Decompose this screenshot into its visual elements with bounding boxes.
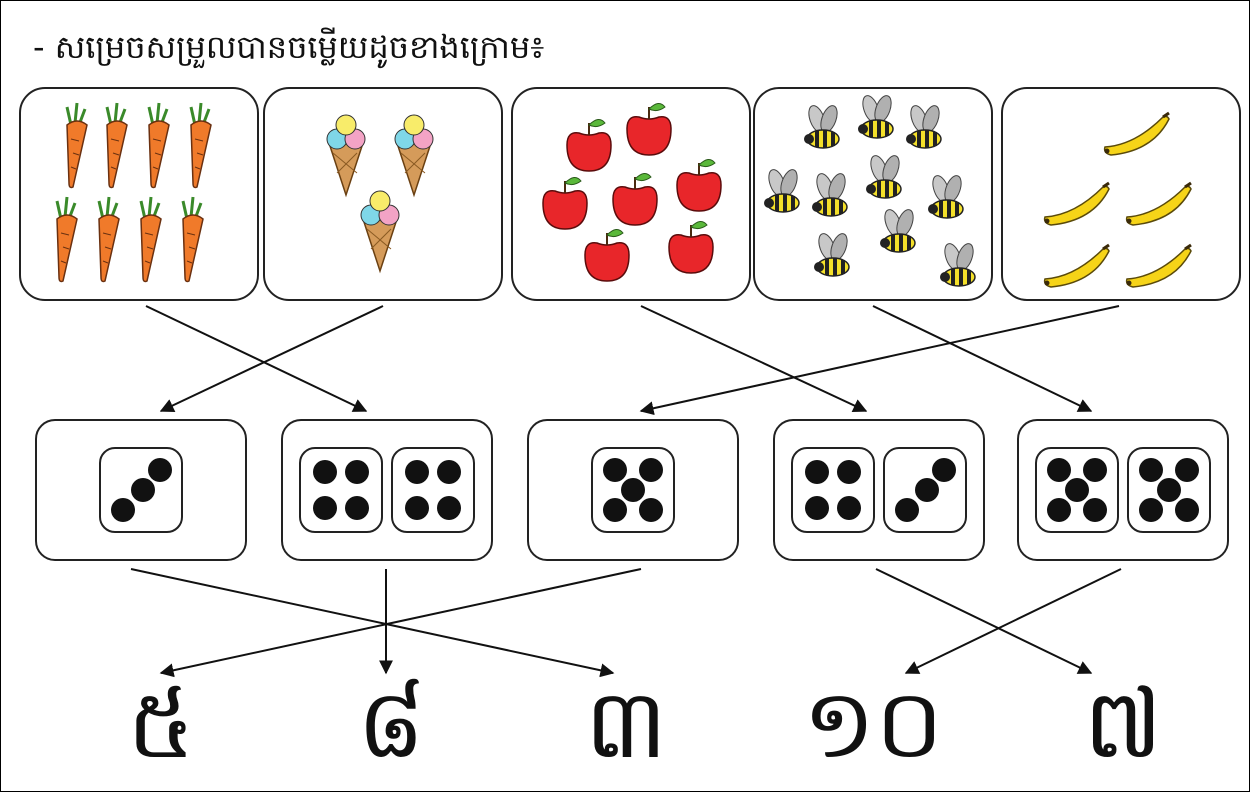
carrot-icon [147, 102, 170, 189]
number-10: ១០ [802, 668, 944, 780]
die-pip [837, 496, 861, 521]
ice-cream-icon [360, 190, 400, 274]
die-pip [932, 458, 957, 483]
apple-icon [584, 229, 630, 282]
die-pip [638, 497, 663, 522]
die-pip [1139, 458, 1164, 483]
match-arrow [904, 568, 1122, 674]
die-pip [1157, 478, 1181, 502]
carrot-icon [189, 102, 212, 189]
bee-icon [880, 209, 916, 253]
die-pip [837, 459, 861, 484]
die-face-5 [1035, 447, 1119, 533]
dice-card-2 [281, 419, 493, 561]
die-face-2 [99, 447, 183, 533]
bee-icon [940, 243, 976, 287]
die-pip [1065, 478, 1089, 502]
carrot-icon [105, 102, 128, 189]
bee-icon [928, 175, 964, 219]
number-7: ៧ [1083, 668, 1163, 780]
die-face-5 [591, 447, 675, 533]
die-pip [603, 458, 628, 483]
die-pip [313, 459, 337, 484]
carrot-icon [65, 102, 88, 189]
number-8: ៨ [357, 668, 425, 780]
banana-icon [1125, 181, 1192, 226]
die-pip [1047, 497, 1072, 522]
match-arrow [872, 305, 1093, 412]
bee-icon [764, 169, 800, 213]
match-arrow [145, 305, 368, 412]
ice-cream-icon [326, 114, 366, 198]
die-pip [148, 458, 173, 483]
die-pip [621, 478, 645, 502]
match-arrow [640, 305, 868, 413]
apple-icon [676, 159, 722, 212]
carrot-icon [55, 196, 78, 283]
instruction-text: - សម្រេចសម្រួលបានចម្លើយដូចខាងក្រោម៖ [33, 28, 545, 66]
banana-icon [1043, 243, 1110, 288]
die-pip [437, 459, 461, 484]
die-face-2 [883, 447, 967, 533]
apple-icon [566, 119, 612, 172]
carrot-icon [181, 196, 204, 283]
match-arrow [130, 568, 615, 678]
dice-card-4 [773, 419, 985, 561]
match-arrow [159, 568, 642, 678]
die-pip [437, 496, 461, 521]
bee-icon [804, 105, 840, 149]
die-pip [805, 496, 829, 521]
bee-icon [814, 233, 850, 277]
die-pip [1082, 497, 1107, 522]
ice-cream-icon [394, 114, 434, 198]
die-pip [405, 496, 429, 521]
bee-icon [858, 95, 894, 139]
die-pip [345, 459, 369, 484]
die-pip [805, 459, 829, 484]
die-pip [1082, 458, 1107, 483]
die-face-4 [299, 447, 383, 533]
banana-icon [1103, 111, 1170, 156]
apple-icon [542, 177, 588, 230]
die-pip [131, 478, 156, 502]
die-pip [1139, 497, 1164, 522]
die-face-4 [391, 447, 475, 533]
die-pip [345, 496, 369, 521]
apple-icon [626, 103, 672, 156]
match-arrow [875, 568, 1093, 674]
die-pip [603, 497, 628, 522]
die-face-5 [1127, 447, 1211, 533]
match-arrow [639, 305, 1120, 416]
die-pip [895, 497, 920, 522]
carrot-icon [139, 196, 162, 283]
number-5: ៥ [127, 668, 195, 780]
bee-icon [906, 105, 942, 149]
apple-icon [668, 221, 714, 274]
bee-icon [812, 173, 848, 217]
banana-icon [1125, 243, 1192, 288]
apple-icon [612, 173, 658, 226]
die-face-4 [791, 447, 875, 533]
die-pip [638, 458, 663, 483]
picture-card-bananas [1001, 87, 1241, 301]
die-pip [1174, 458, 1199, 483]
match-arrow [159, 305, 384, 412]
die-pip [1047, 458, 1072, 483]
bee-icon [866, 155, 902, 199]
die-pip [1174, 497, 1199, 522]
number-3: ៣ [584, 668, 668, 780]
banana-icon [1043, 181, 1110, 226]
die-pip [405, 459, 429, 484]
die-pip [313, 496, 337, 521]
carrot-icon [97, 196, 120, 283]
die-pip [915, 478, 940, 502]
die-pip [111, 497, 136, 522]
dice-card-5 [1017, 419, 1229, 561]
